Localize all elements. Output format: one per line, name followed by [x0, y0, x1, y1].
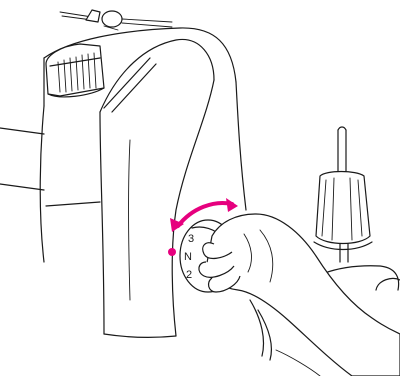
- dial-label-3: 3: [188, 233, 194, 245]
- dial-label-2: 2: [186, 269, 192, 281]
- handwheel: [46, 44, 104, 97]
- hand: [199, 214, 400, 376]
- thread-guide: [60, 10, 172, 30]
- dial-label-n: N: [184, 251, 192, 263]
- reference-dot: [168, 248, 176, 256]
